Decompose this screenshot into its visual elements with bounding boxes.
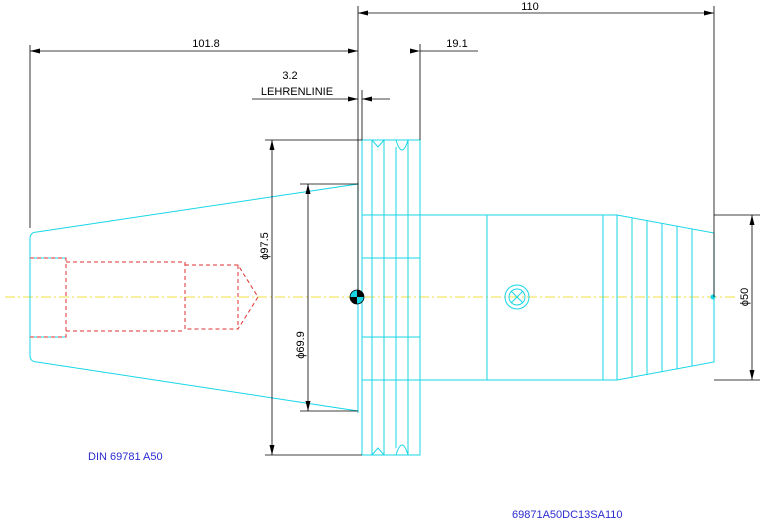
dim-total-length: 110 xyxy=(521,1,539,13)
part-number-label: 69871A50DC13SA110 xyxy=(512,509,623,521)
dimension-lines xyxy=(29,6,760,456)
end-point-marker xyxy=(710,294,716,300)
dim-flange-diameter: ϕ97.5 xyxy=(259,232,271,260)
gauge-line-label: LEHRENLINIE xyxy=(261,86,333,98)
dim-flange-width: 19.1 xyxy=(446,38,467,50)
standard-label: DIN 69781 A50 xyxy=(88,451,163,463)
dim-shank-diameter: ϕ50 xyxy=(739,288,751,306)
dim-gauge-offset: 3.2 xyxy=(282,70,297,82)
tool-body-outline xyxy=(29,139,716,456)
dim-gauge-diameter: ϕ69.9 xyxy=(295,331,307,359)
dim-taper-length: 101.8 xyxy=(192,38,220,50)
hidden-bore xyxy=(30,257,259,338)
